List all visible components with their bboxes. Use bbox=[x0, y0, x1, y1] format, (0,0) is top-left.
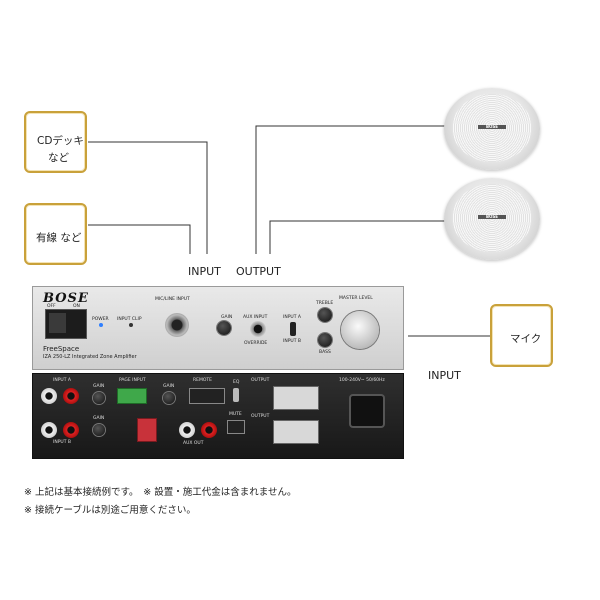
rear-gain-page-label: GAIN bbox=[163, 384, 175, 389]
output-label: OUTPUT bbox=[236, 265, 281, 278]
bass-knob[interactable] bbox=[318, 333, 332, 347]
speaker-logo: BOSE bbox=[478, 125, 506, 129]
aux-input-jack[interactable] bbox=[250, 321, 266, 337]
note-line-1: ※ 上記は基本接続例です。 ※ 設置・施工代金は含まれません。 bbox=[24, 487, 297, 498]
amp-model-name: FreeSpace bbox=[43, 345, 80, 353]
eq-switch[interactable] bbox=[233, 388, 239, 402]
rca-aux-out-red[interactable] bbox=[201, 422, 217, 438]
line-bgm-to-input bbox=[88, 224, 191, 254]
mic-box: マイク bbox=[490, 304, 553, 367]
off-label: OFF bbox=[47, 304, 56, 309]
page-input-terminal[interactable] bbox=[117, 388, 147, 404]
mic-label: マイク bbox=[510, 333, 542, 345]
rca-input-a-white[interactable] bbox=[41, 388, 57, 404]
rear-gain-page-knob[interactable] bbox=[163, 392, 175, 404]
ceiling-speaker-1: BOSE bbox=[444, 88, 540, 170]
remote-terminal[interactable] bbox=[189, 388, 225, 404]
cd-deck-label-suffix: など bbox=[48, 152, 69, 164]
master-level-label: MASTER LEVEL bbox=[339, 296, 373, 301]
mic-line-xlr-jack[interactable] bbox=[165, 313, 189, 337]
power-switch[interactable] bbox=[45, 309, 87, 339]
rear-gain-b-label: GAIN bbox=[93, 416, 105, 421]
power-led bbox=[99, 323, 103, 327]
on-label: ON bbox=[73, 304, 80, 309]
dip-switch-block[interactable] bbox=[137, 418, 157, 442]
amplifier-rear-panel: INPUT A GAIN INPUT B GAIN PAGE INPUT GAI… bbox=[32, 373, 404, 459]
rear-gain-a-label: GAIN bbox=[93, 384, 105, 389]
note-line-2: ※ 接続ケーブルは別途ご用意ください。 bbox=[24, 505, 196, 516]
rca-input-a-red[interactable] bbox=[63, 388, 79, 404]
speaker-output-terminal-2[interactable] bbox=[273, 420, 319, 444]
output-label-2: OUTPUT bbox=[251, 414, 270, 419]
cd-deck-label: CDデッキ bbox=[37, 135, 84, 147]
line-output-to-speaker-1 bbox=[255, 125, 446, 254]
amp-brand-logo: BOSE bbox=[43, 291, 89, 306]
speaker-output-terminal-1[interactable] bbox=[273, 386, 319, 410]
output-label-1: OUTPUT bbox=[251, 378, 270, 383]
page-input-label: PAGE INPUT bbox=[119, 378, 146, 383]
eq-label: EQ bbox=[233, 380, 240, 385]
input-label-left: INPUT bbox=[188, 265, 221, 278]
cd-deck-box: CDデッキ など bbox=[24, 111, 87, 173]
speaker-logo: BOSE bbox=[478, 215, 506, 219]
rca-aux-out-white[interactable] bbox=[179, 422, 195, 438]
amp-model-description: IZA 250-LZ Integrated Zone Amplifier bbox=[43, 354, 137, 360]
bass-label: BASS bbox=[319, 350, 331, 355]
amplifier-front-panel: BOSE OFF ON POWER INPUT CLIP MIC/LINE IN… bbox=[32, 286, 404, 370]
mic-line-input-label: MIC/LINE INPUT bbox=[155, 297, 190, 302]
remote-label: REMOTE bbox=[193, 378, 212, 383]
power-inlet-iec[interactable] bbox=[349, 394, 385, 428]
master-level-knob[interactable] bbox=[341, 311, 379, 349]
rear-input-b-label: INPUT B bbox=[53, 440, 71, 445]
gain-label: GAIN bbox=[221, 315, 233, 320]
aux-out-label: AUX OUT bbox=[183, 441, 204, 446]
input-clip-led bbox=[129, 323, 133, 327]
treble-label: TREBLE bbox=[316, 301, 334, 306]
rca-input-b-red[interactable] bbox=[63, 422, 79, 438]
aux-input-label: AUX INPUT bbox=[243, 315, 268, 320]
input-clip-label: INPUT CLIP bbox=[117, 317, 142, 322]
rear-gain-b-knob[interactable] bbox=[93, 424, 105, 436]
cable-bgm-label: 有線 など bbox=[36, 232, 82, 244]
input-b-label: INPUT B bbox=[283, 339, 301, 344]
mute-label: MUTE bbox=[229, 412, 242, 417]
input-a-label: INPUT A bbox=[283, 315, 301, 320]
override-label: OVERRIDE bbox=[244, 341, 268, 346]
input-label-right: INPUT bbox=[428, 369, 461, 382]
rear-input-a-label: INPUT A bbox=[53, 378, 71, 383]
power-label: POWER bbox=[92, 317, 109, 322]
rca-input-b-white[interactable] bbox=[41, 422, 57, 438]
treble-knob[interactable] bbox=[318, 308, 332, 322]
line-cd-to-input bbox=[88, 141, 208, 254]
line-output-to-speaker-2 bbox=[269, 220, 446, 254]
rear-gain-a-knob[interactable] bbox=[93, 392, 105, 404]
mute-terminal[interactable] bbox=[227, 420, 245, 434]
cable-bgm-box: 有線 など bbox=[24, 203, 87, 265]
gain-knob[interactable] bbox=[217, 321, 231, 335]
ceiling-speaker-2: BOSE bbox=[444, 178, 540, 260]
voltage-label: 100-240V~ 50/60Hz bbox=[339, 378, 385, 383]
input-select-toggle[interactable] bbox=[290, 322, 296, 336]
